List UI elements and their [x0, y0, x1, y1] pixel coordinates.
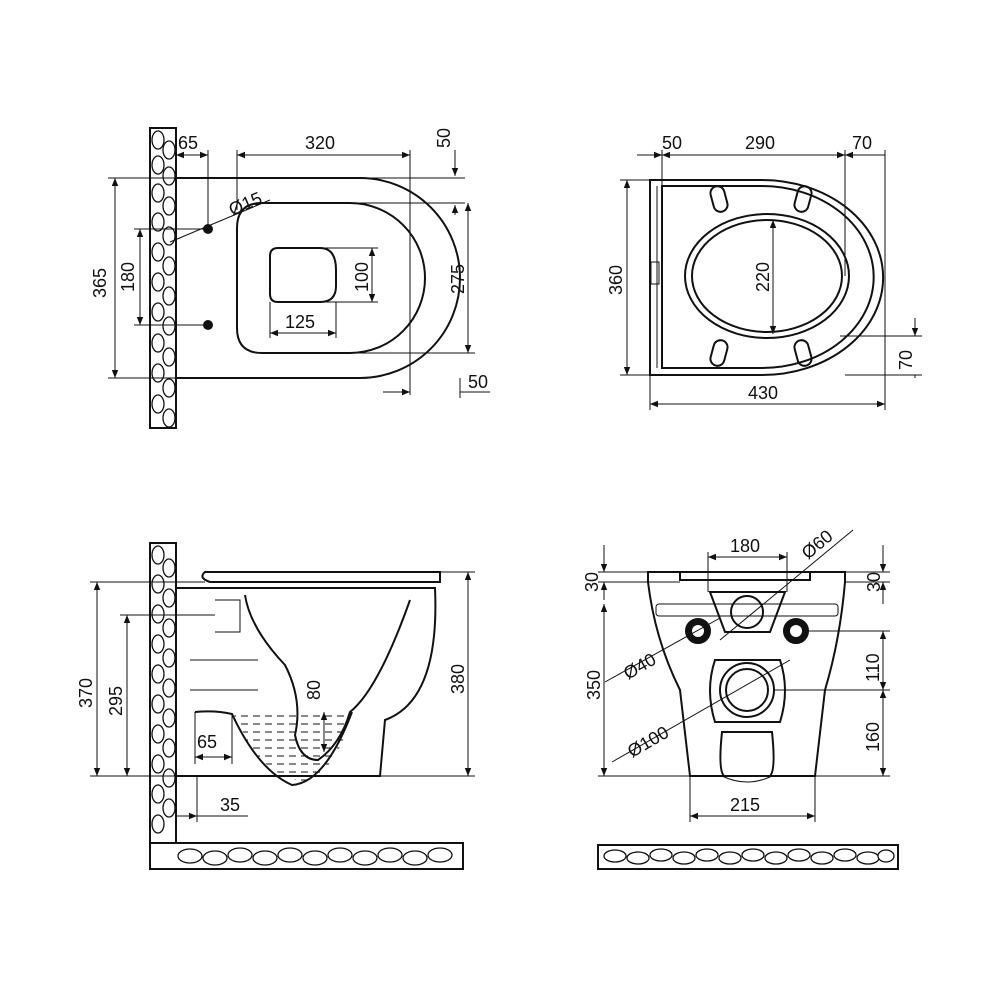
rear-view: 180 Ø60 30 30 Ø40 350 110 Ø100 160 215: [582, 526, 899, 870]
rear-inner-frame: [708, 591, 787, 633]
dim-top-offset: 50: [434, 128, 454, 148]
dim-side-h2: 295: [106, 686, 126, 716]
seat-inner-outline: [661, 185, 875, 369]
dim-bowl-len: 125: [285, 312, 315, 332]
dim-front-offset: 50: [468, 372, 488, 392]
dim-rear-top-right: 30: [864, 572, 884, 592]
rear-foot: [719, 731, 775, 777]
dim-side-outlet: 65: [197, 732, 217, 752]
dim-seat-center: 290: [745, 133, 775, 153]
dim-side-base: 35: [220, 795, 240, 815]
outlet-frame: [709, 659, 786, 723]
bowl-inner: [269, 247, 337, 303]
floor-stones-right: [603, 848, 895, 865]
dim-side-total: 380: [448, 664, 468, 694]
dim-rear-spacing: 180: [730, 536, 760, 556]
dim-rear-bottom-width: 215: [730, 795, 760, 815]
bowl-body-side: [176, 587, 437, 777]
seat-view: 50 290 70 360 220 70 430: [606, 133, 922, 410]
seat-lid-side: [201, 571, 441, 583]
side-view: 370 295 80 380 65 35: [76, 542, 475, 870]
outlet-circle-outer: [719, 662, 775, 718]
dim-rear-height: 350: [584, 670, 604, 700]
outlet-circle-inner: [725, 668, 769, 712]
dim-hole-dia: Ø15: [226, 188, 265, 220]
rear-top-rim: [679, 571, 811, 581]
dim-rear-offset: 110: [863, 653, 883, 682]
dim-seat-height: 360: [606, 265, 626, 295]
seat-opening: [684, 213, 850, 339]
dim-seat-left: 50: [662, 133, 682, 153]
dim-seat-width: 430: [748, 383, 778, 403]
top-view: 65 320 50 Ø15 365 180 100 275 125 50: [90, 127, 490, 429]
bowl-outline: [236, 202, 426, 354]
toilet-body-top: [176, 177, 461, 379]
rear-body-outline: [647, 571, 846, 777]
dim-seat-lower-offset: 70: [896, 350, 916, 370]
dim-seat-inner: 220: [753, 262, 773, 292]
dim-hole-spacing: 180: [118, 262, 138, 292]
inlet-circle: [730, 595, 764, 629]
seat-outline: [649, 179, 885, 376]
dim-rear-top-left: 30: [582, 572, 602, 592]
dim-wall-gap: 65: [178, 133, 198, 153]
dim-side-water: 80: [304, 680, 324, 700]
dim-height-outer: 365: [90, 268, 110, 298]
seat-buffers: [709, 185, 813, 367]
floor-stones-left: [177, 847, 453, 866]
dim-rear-outlet-dia: Ø100: [624, 722, 672, 761]
dim-rear-bolt-dia: Ø40: [620, 649, 659, 683]
dim-bowl-depth: 100: [352, 262, 372, 292]
dim-bowl-width: 275: [448, 264, 468, 294]
dim-side-h1: 370: [76, 678, 96, 708]
dim-rear-inlet-dia: Ø60: [798, 526, 837, 563]
dim-seat-right: 70: [852, 133, 872, 153]
inlet-ports: [190, 599, 258, 691]
side-wall-stones: [151, 545, 176, 834]
wall-stones: [151, 130, 176, 428]
dim-rear-outlet-height: 160: [863, 722, 883, 752]
dim-length: 320: [305, 133, 335, 153]
